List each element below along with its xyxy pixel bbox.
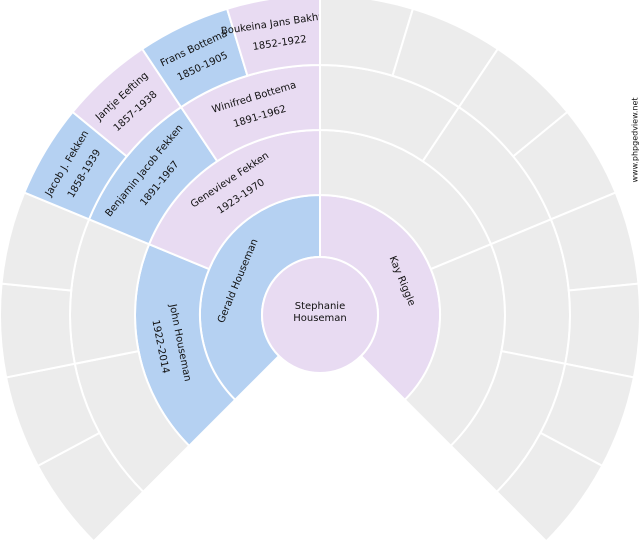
root-name-line: Houseman — [293, 313, 347, 324]
watermark-text: www.phpgedview.net — [631, 97, 640, 182]
root-person-circle[interactable] — [261, 256, 379, 374]
empty-ancestor-segment — [0, 282, 76, 379]
empty-ancestor-segment — [564, 282, 640, 379]
root-name-line: Stephanie — [295, 301, 346, 312]
empty-ancestor-segment — [495, 431, 604, 543]
